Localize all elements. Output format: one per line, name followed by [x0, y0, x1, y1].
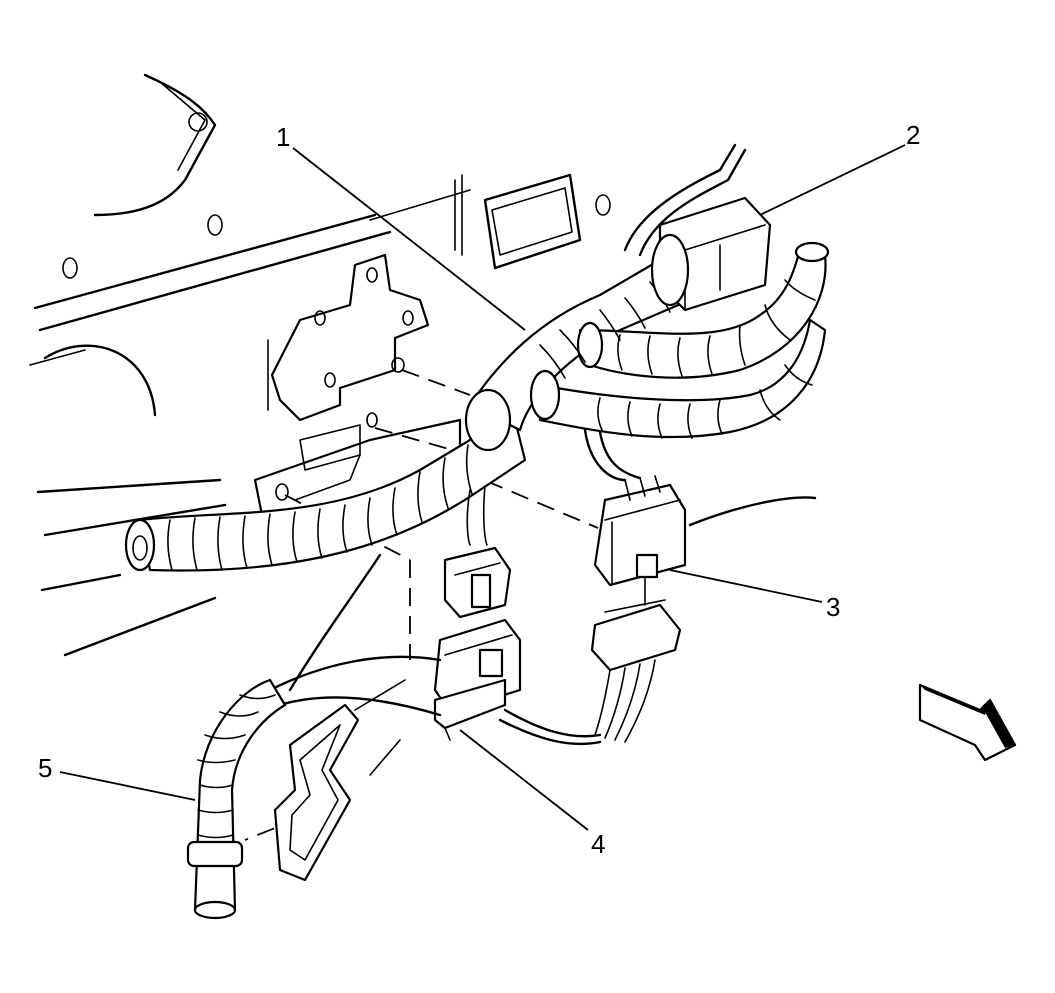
harness-connector-2 — [650, 196, 772, 312]
harness-main — [124, 143, 830, 572]
callout-2: 2 — [906, 120, 920, 150]
callout-5: 5 — [38, 753, 52, 783]
body-panel — [29, 73, 817, 776]
view-direction-arrow — [918, 683, 1017, 762]
mating-connector-4 — [433, 485, 522, 741]
callout-3: 3 — [826, 592, 840, 622]
leader-lines — [59, 144, 906, 831]
callout-1: 1 — [276, 122, 290, 152]
mating-connector-3 — [590, 475, 687, 743]
callout-4: 4 — [591, 829, 605, 859]
harness-branch-5 — [186, 553, 602, 920]
